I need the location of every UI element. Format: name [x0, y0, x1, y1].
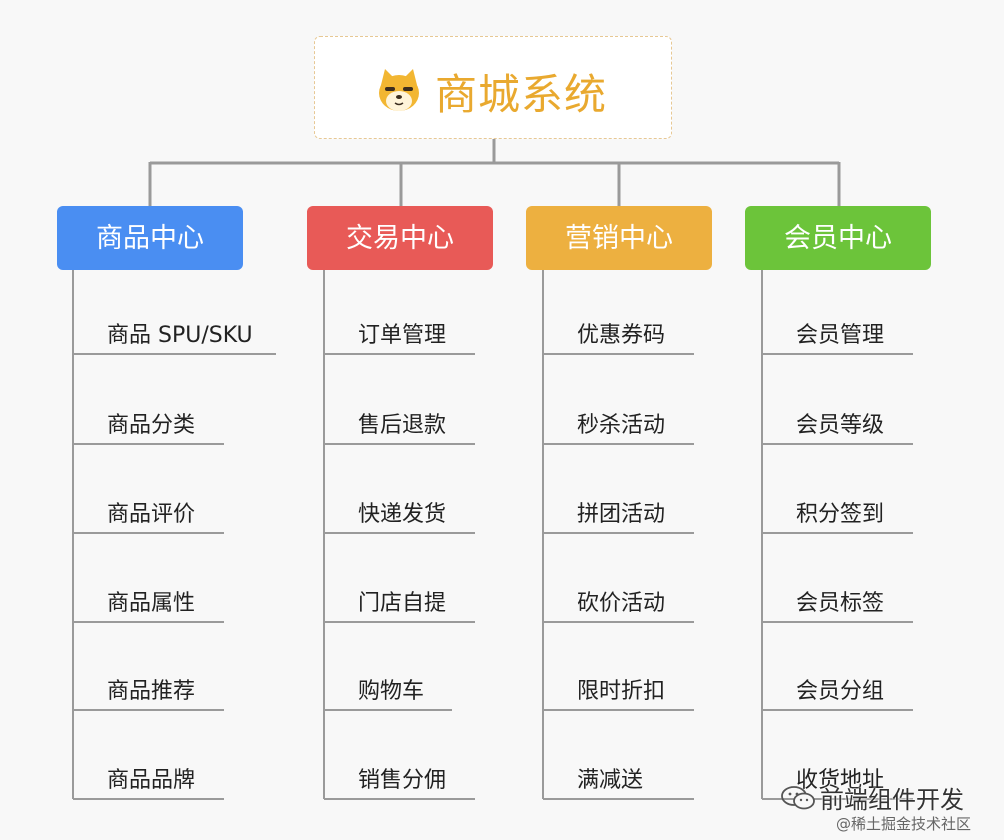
item-label-member: 会员等级: [796, 413, 885, 438]
item-label-trade: 售后退款: [358, 413, 447, 438]
shiba-dog-mascot-icon: [379, 69, 419, 111]
item-label-trade: 订单管理: [358, 323, 447, 348]
item-label-product: 商品属性: [107, 591, 196, 616]
item-label-member: 收货地址: [796, 768, 885, 793]
item-label-trade: 销售分佣: [358, 768, 447, 793]
item-label-marketing: 拼团活动: [577, 502, 666, 527]
category-box-marketing: 营销中心: [526, 206, 712, 270]
category-box-member: 会员中心: [745, 206, 931, 270]
item-label-marketing: 限时折扣: [577, 679, 666, 704]
item-label-product: 商品品牌: [107, 768, 196, 793]
category-box-trade: 交易中心: [307, 206, 493, 270]
item-label-product: 商品 SPU/SKU: [107, 323, 253, 348]
item-label-member: 积分签到: [796, 502, 885, 527]
item-label-member: 会员标签: [796, 591, 885, 616]
item-label-marketing: 砍价活动: [577, 591, 666, 616]
category-box-product: 商品中心: [57, 206, 243, 270]
item-label-trade: 门店自提: [358, 591, 447, 616]
root-title: 商城系统: [435, 70, 608, 119]
item-label-marketing: 优惠券码: [577, 323, 666, 348]
category-title-product: 商品中心: [96, 223, 204, 254]
item-label-member: 会员管理: [796, 323, 885, 348]
root-node: 商城系统: [314, 36, 672, 139]
item-label-trade: 快递发货: [358, 502, 447, 527]
watermark-channel-text: 前端组件开发: [820, 786, 964, 814]
item-label-product: 商品推荐: [107, 679, 196, 704]
category-title-trade: 交易中心: [346, 223, 454, 254]
wechat-icon: [781, 785, 815, 809]
item-label-trade: 购物车: [358, 679, 425, 704]
item-label-marketing: 秒杀活动: [577, 413, 666, 438]
item-label-member: 会员分组: [796, 679, 885, 704]
item-label-product: 商品评价: [107, 502, 196, 527]
watermark-site: @稀土掘金技术社区: [836, 815, 972, 833]
category-title-marketing: 营销中心: [565, 223, 673, 254]
item-label-marketing: 满减送: [577, 768, 644, 793]
watermark-channel: 前端组件开发: [780, 780, 964, 815]
category-title-member: 会员中心: [784, 223, 892, 254]
item-label-product: 商品分类: [107, 413, 196, 438]
